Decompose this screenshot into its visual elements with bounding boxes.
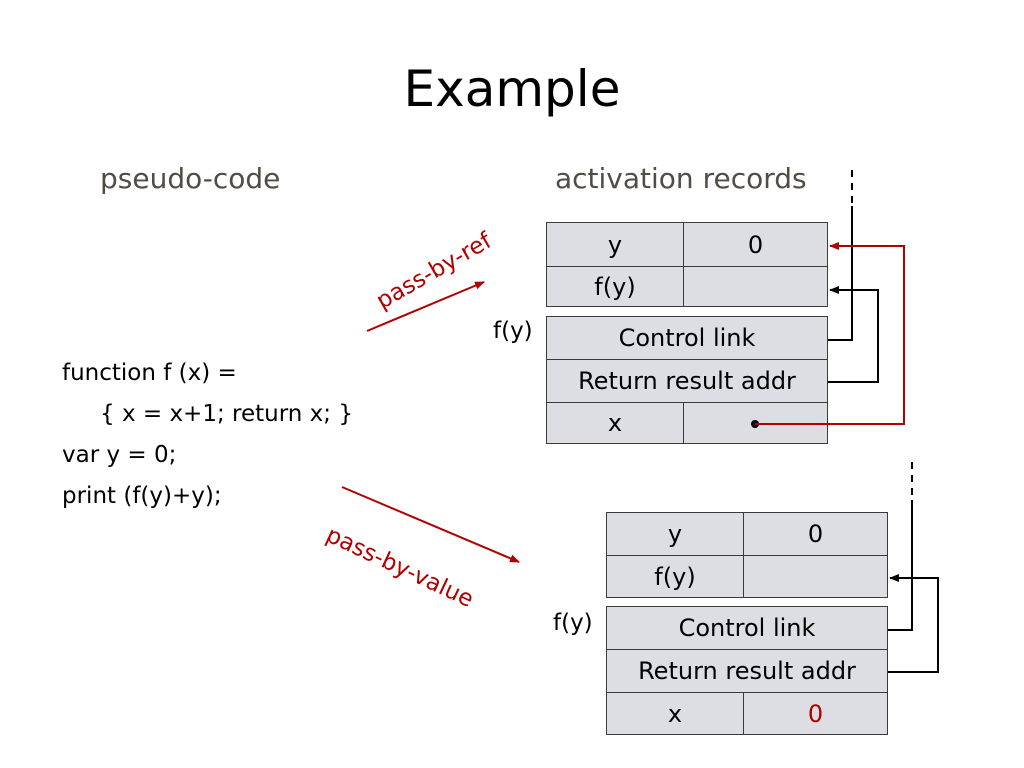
top-x-name: x	[607, 409, 623, 437]
code-line-2: { x = x+1; return x; }	[100, 401, 353, 427]
top-y-value-cell: 0	[683, 222, 828, 267]
top-return-addr-cell: Return result addr	[546, 359, 828, 403]
top-y-name: y	[607, 230, 623, 259]
code-line-4: print (f(y)+y);	[62, 483, 222, 509]
top-control-link-connector	[828, 206, 853, 341]
bottom-x-value: 0	[807, 699, 824, 728]
bottom-x-name: x	[667, 699, 683, 728]
code-line-3: var y = 0;	[62, 442, 177, 468]
top-y-value: 0	[747, 230, 764, 259]
top-frame-label: f(y)	[493, 318, 533, 344]
bottom-control-link-connector	[888, 500, 913, 631]
top-x-reference-connector	[755, 242, 905, 425]
activation-records-heading: activation records	[555, 162, 807, 195]
bottom-fy-name-cell: f(y)	[606, 555, 744, 598]
bottom-return-addr-cell: Return result addr	[606, 649, 888, 693]
bottom-fy-name: f(y)	[654, 562, 696, 591]
pseudo-code-heading: pseudo-code	[100, 162, 281, 195]
code-line-1: function f (x) =	[62, 360, 237, 386]
bottom-y-value-cell: 0	[743, 512, 888, 556]
top-x-name-cell: x	[546, 402, 684, 444]
top-return-addr: Return result addr	[578, 367, 796, 395]
pass-by-ref-arrow	[366, 281, 485, 332]
bottom-y-value: 0	[807, 520, 824, 548]
bottom-frame-label: f(y)	[553, 610, 593, 636]
top-fy-name-cell: f(y)	[546, 266, 684, 307]
bottom-y-name: y	[667, 520, 683, 548]
bottom-x-name-cell: x	[606, 692, 744, 735]
top-fy-name: f(y)	[594, 272, 636, 301]
bottom-x-value-cell: 0	[743, 692, 888, 735]
top-control-link: Control link	[618, 324, 756, 352]
pass-by-value-arrow	[341, 486, 520, 563]
bottom-return-addr: Return result addr	[638, 657, 856, 685]
bottom-y-name-cell: y	[606, 512, 744, 556]
top-fy-value-cell	[683, 266, 828, 307]
top-control-link-cell: Control link	[546, 316, 828, 360]
slide-title: Example	[403, 60, 621, 118]
bottom-return-addr-connector	[888, 574, 939, 673]
bottom-control-link: Control link	[678, 614, 816, 642]
bottom-fy-value-cell	[743, 555, 888, 598]
top-return-addr-connector	[828, 286, 879, 383]
